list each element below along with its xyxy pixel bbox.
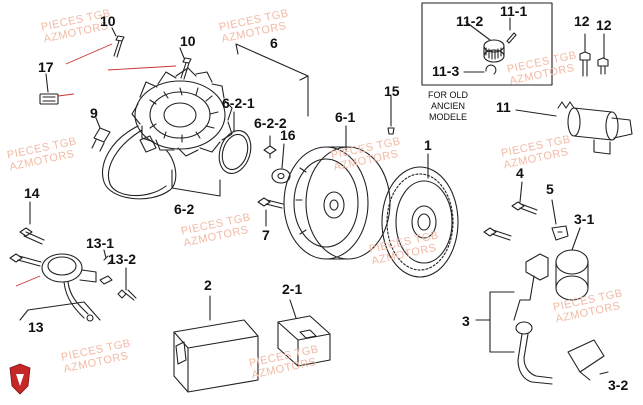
leader-6-2	[171, 169, 221, 197]
marker-line	[57, 43, 177, 97]
part-label-15: 15	[384, 83, 400, 99]
leader-6	[235, 43, 309, 117]
part-label-3-1: 3-1	[574, 211, 595, 227]
part-label-13-1: 13-1	[86, 235, 115, 251]
part-label-4: 4	[516, 165, 524, 181]
leader-3	[475, 291, 515, 353]
relay-part	[277, 315, 331, 367]
part-label-9: 9	[90, 105, 98, 121]
leader-2-1	[289, 299, 297, 319]
leader-17	[45, 73, 49, 93]
leader-10	[111, 27, 185, 59]
marker-line	[15, 275, 41, 287]
bolt-part	[113, 35, 125, 58]
part-label-3-2: 3-2	[608, 377, 629, 393]
bolt-part	[483, 227, 512, 241]
inset-note-line: ANCIEN	[430, 101, 465, 111]
leader-3-1	[571, 227, 581, 251]
key-part	[263, 145, 277, 159]
leader-13	[19, 301, 101, 321]
bolt-part	[511, 201, 538, 215]
clip-part	[551, 225, 569, 241]
leader-12	[584, 33, 605, 59]
part-label-6-2-1: 6-2-1	[222, 95, 255, 111]
pin-part	[506, 32, 517, 44]
part-label-3: 3	[462, 313, 470, 329]
bolt-part	[180, 57, 192, 80]
part-label-7: 7	[262, 227, 270, 243]
part-label-6: 6	[270, 35, 278, 51]
pickup-coil	[139, 135, 157, 153]
part-label-11-2: 11-2	[456, 13, 484, 29]
leader-16	[281, 143, 285, 169]
sensor-part	[41, 253, 97, 322]
inset-box	[421, 2, 553, 86]
starter-gear-part	[381, 166, 459, 278]
leader-3-2	[599, 371, 609, 375]
part-label-11-3: 11-3	[432, 63, 460, 79]
part-label-16: 16	[280, 127, 296, 143]
inset-note: FOR OLD ANCIEN MODELE	[424, 90, 472, 123]
part-label-13-2: 13-2	[108, 251, 137, 267]
bracket-part	[91, 127, 111, 152]
part-label-6-2-2: 6-2-2	[254, 115, 287, 131]
washer-part	[271, 168, 291, 184]
part-label-2: 2	[204, 277, 212, 293]
leader-11-2	[465, 21, 491, 41]
leader-13-1	[103, 249, 107, 259]
bolt-part	[19, 227, 45, 245]
spark-plug-cap-part	[513, 275, 605, 385]
pin-part	[387, 127, 395, 135]
stator-wire	[102, 125, 177, 200]
needle-bearing-part	[483, 39, 505, 63]
part-label-11: 11	[496, 99, 511, 115]
leader-9	[95, 117, 101, 129]
part-label-5: 5	[546, 181, 554, 197]
part-label-14: 14	[24, 185, 40, 201]
terminal-part	[117, 289, 137, 301]
ignition-coil-part	[525, 249, 589, 301]
gasket-part	[218, 130, 252, 174]
bolt-part	[579, 51, 591, 77]
part-label-10: 10	[180, 33, 196, 49]
part-label-11-1: 11-1	[500, 3, 528, 19]
part-label-6-2: 6-2	[174, 201, 195, 217]
flywheel-part	[283, 146, 391, 260]
inset-note-line: MODELE	[428, 112, 467, 122]
cdi-part	[173, 319, 259, 393]
bolt-part	[597, 57, 609, 75]
inset-note-line: FOR OLD	[427, 90, 468, 100]
part-label-12: 12	[574, 13, 590, 29]
starter-motor-part	[557, 101, 633, 155]
part-label-6-1: 6-1	[335, 109, 356, 125]
part-label-17: 17	[38, 59, 54, 75]
part-label-2-1: 2-1	[282, 281, 303, 297]
bolt-part	[257, 197, 284, 209]
leader-4	[519, 181, 523, 203]
part-label-10: 10	[100, 13, 116, 29]
leader-11	[515, 109, 557, 117]
stator-part	[131, 67, 233, 157]
connector-part	[39, 93, 59, 105]
clip-part	[485, 64, 497, 75]
part-label-1: 1	[424, 137, 432, 153]
leader-5	[551, 199, 557, 225]
part-label-13: 13	[28, 319, 44, 335]
part-label-12: 12	[596, 17, 612, 33]
